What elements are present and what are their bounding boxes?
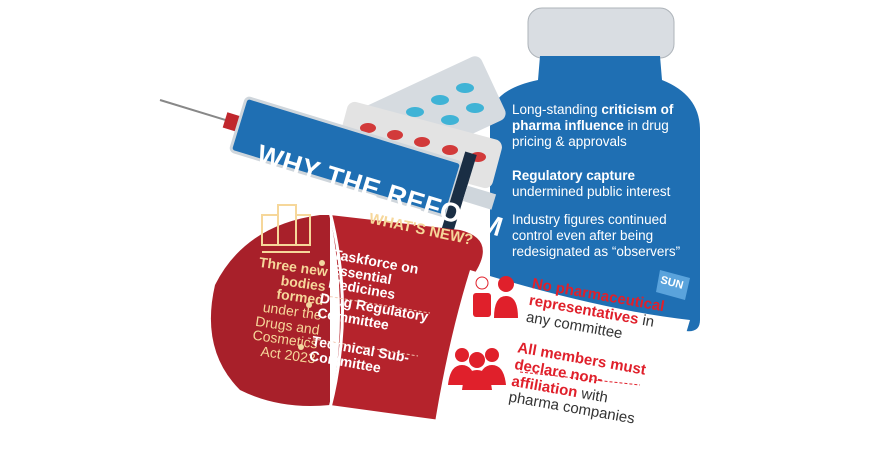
medicine-bottle [490,7,700,332]
credit-badge [656,270,690,300]
syringe-icon [159,96,497,232]
reason-1: Long-standing criticism of pharma influe… [512,102,674,149]
red-capsule [210,211,483,420]
group-members-icon [448,348,506,390]
buildings-icon [261,204,311,253]
reason-2: Regulatory capture undermined public int… [512,168,671,199]
divider [519,371,641,386]
reason-3: Industry figures continued control even … [512,212,681,259]
no-pharma-rep-icon [473,276,518,318]
